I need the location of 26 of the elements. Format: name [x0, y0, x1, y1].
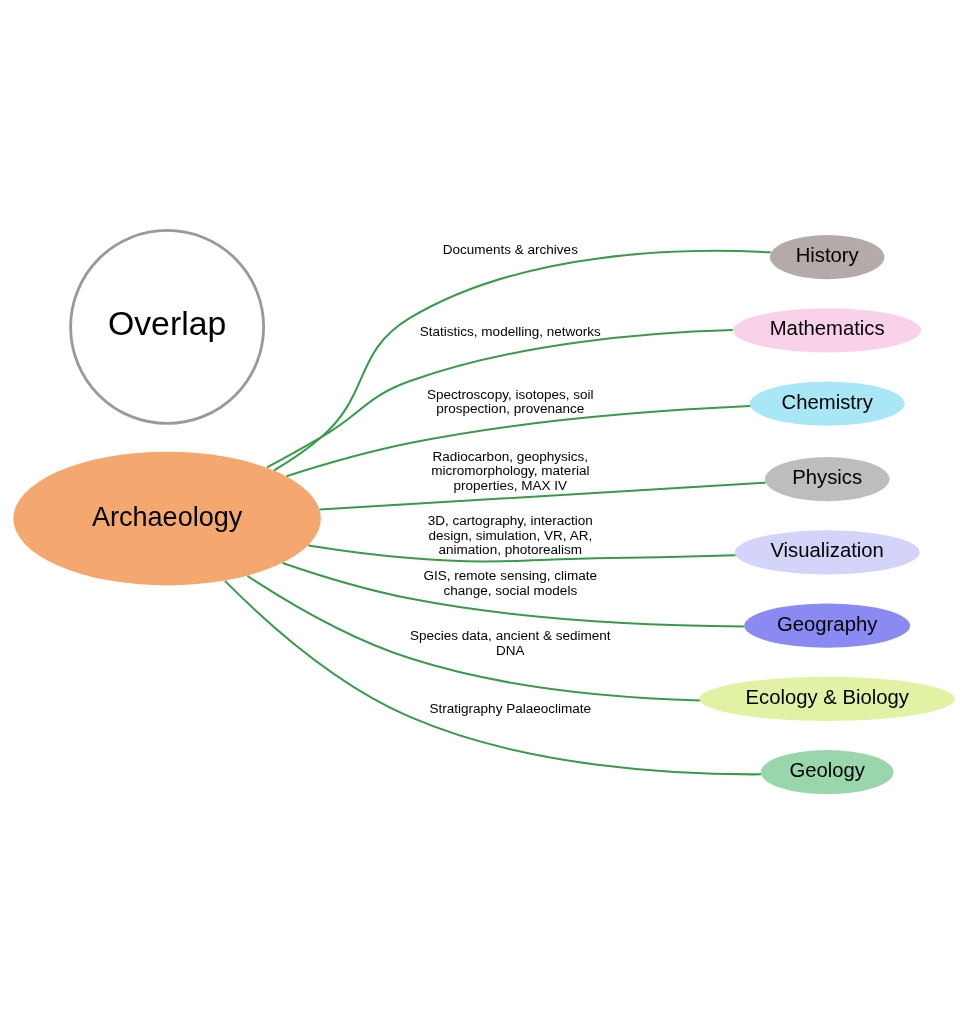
node-ellipse: History [769, 234, 885, 279]
node-ellipse: Chemistry [749, 381, 905, 426]
node-circle: Overlap [69, 228, 266, 425]
edge-label: Spectroscopy, isotopes, soil prospection, provenance [427, 386, 594, 416]
edge-label: 3D, cartography, interaction design, simulation, VR, AR, animation, photorealism [427, 512, 593, 557]
node-ellipse: Visualization [734, 529, 920, 574]
connector [246, 574, 700, 701]
connector [282, 561, 745, 627]
connector [273, 249, 771, 471]
connector [286, 404, 751, 477]
node-ellipse: Mathematics [733, 307, 922, 352]
edge-label: Radiocarbon, geophysics, micromorphology, material properties, MAX IV [431, 448, 590, 493]
edge-label: Documents & archives [442, 241, 578, 257]
connector [224, 579, 762, 775]
node-ellipse: Geography [744, 603, 911, 648]
edge-label: Stratigraphy Palaeoclimate [429, 700, 592, 716]
connector [308, 543, 736, 562]
connector [266, 328, 733, 468]
connector [319, 481, 766, 510]
node-ellipse: Ecology & Biology [699, 676, 955, 721]
node-ellipse: Archaeology [13, 451, 321, 585]
edge-label: Species data, ancient & sediment DNA [409, 627, 611, 657]
edge-label: GIS, remote sensing, climate change, social models [423, 567, 598, 598]
edge-label: Statistics, modelling, networks [419, 323, 601, 339]
node-ellipse: Physics [764, 456, 890, 501]
node-ellipse: Geology [760, 749, 894, 794]
